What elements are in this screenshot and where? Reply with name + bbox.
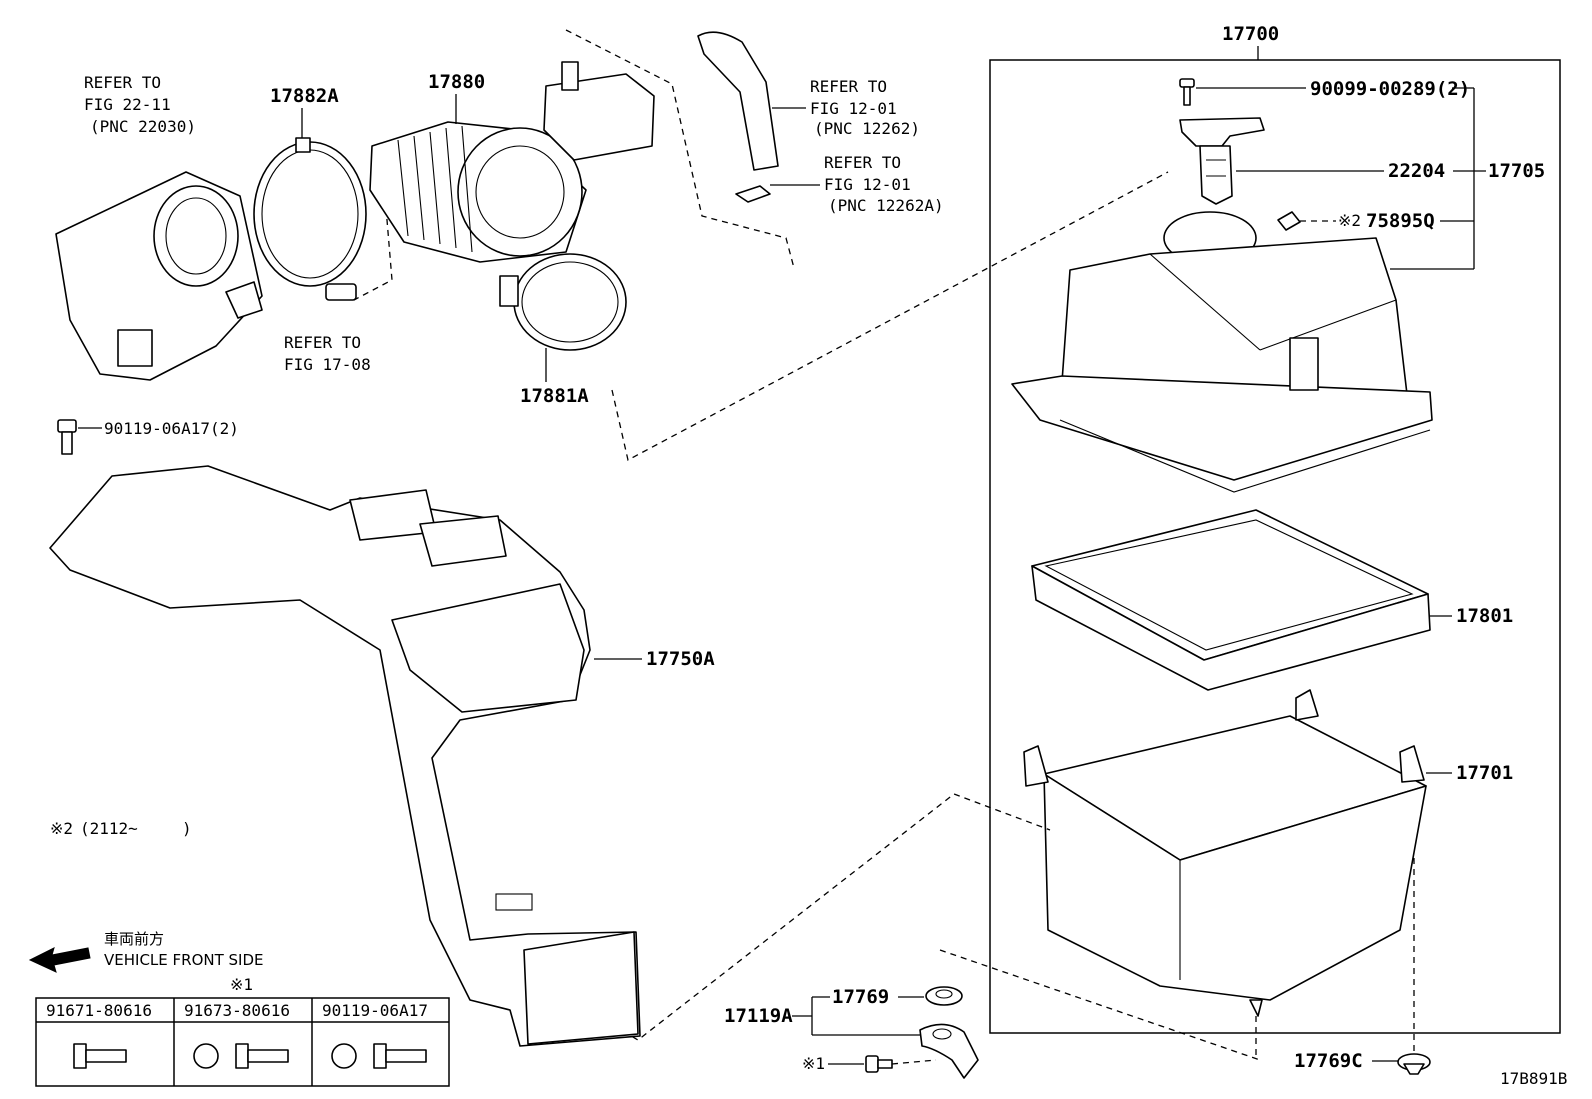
table-mark-1: ※1 — [230, 975, 253, 994]
bolt-90119-table-icon — [331, 1043, 427, 1069]
label-17882a[interactable]: 17882A — [270, 85, 339, 107]
grommet-17769c-icon — [1397, 1053, 1431, 1075]
ref-fig-12-01a-line3[interactable]: (PNC 12262A) — [828, 196, 944, 215]
ref-fig-17-08-line1[interactable]: REFER TO — [284, 333, 361, 352]
diagram-code: 17B891B — [1500, 1069, 1567, 1088]
note-2-close: ) — [182, 819, 192, 838]
label-17700[interactable]: 17700 — [1222, 23, 1279, 45]
bolt-91671-icon — [73, 1043, 127, 1069]
grommet-17769-icon — [925, 986, 963, 1006]
bolt-table-header-2: 91673-80616 — [184, 1001, 290, 1020]
label-17769[interactable]: 17769 — [832, 986, 889, 1008]
label-17705[interactable]: 17705 — [1488, 160, 1545, 182]
label-17769c[interactable]: 17769C — [1294, 1050, 1363, 1072]
label-22204[interactable]: 22204 — [1388, 160, 1445, 182]
air-filter-element-icon — [1031, 509, 1431, 691]
breather-hose-icon — [697, 31, 779, 171]
guide-line-hose-to-cap — [611, 171, 1169, 461]
air-inlet-duct-17750a-icon — [49, 465, 641, 1047]
screw-90099-icon — [1179, 78, 1195, 106]
air-cleaner-case-icon — [1023, 689, 1427, 1017]
mark-1-bolt: ※1 — [802, 1054, 825, 1073]
note-2-mark: ※2 — [50, 819, 73, 838]
label-90119-06a17[interactable]: 90119-06A17(2) — [104, 419, 239, 438]
hose-clip-icon — [735, 185, 771, 203]
note-2-text: (2112~ — [80, 819, 138, 838]
pipe-icon — [325, 283, 357, 301]
air-cleaner-cap-icon — [1011, 211, 1433, 493]
bolt-icon — [865, 1055, 893, 1073]
intake-hose-17880-icon — [369, 61, 655, 263]
label-17119a[interactable]: 17119A — [724, 1005, 793, 1027]
ref-fig-22-11-line3[interactable]: (PNC 22030) — [90, 117, 196, 136]
assembly-box-17700 — [989, 59, 1561, 1034]
ref-fig-12-01a-line1[interactable]: REFER TO — [824, 153, 901, 172]
bolt-table-header-3: 90119-06A17 — [322, 1001, 428, 1020]
label-17880[interactable]: 17880 — [428, 71, 485, 93]
hose-clamp-17882a-icon — [253, 137, 367, 287]
label-17750a[interactable]: 17750A — [646, 648, 715, 670]
label-17801[interactable]: 17801 — [1456, 605, 1513, 627]
ref-fig-22-11-line2[interactable]: FIG 22-11 — [84, 95, 171, 114]
bolt-table-header-1: 91671-80616 — [46, 1001, 152, 1020]
vehicle-front-jp: 車両前方 — [104, 930, 164, 948]
guide-line-resonator — [565, 29, 795, 269]
ref-fig-12-01-line1[interactable]: REFER TO — [810, 77, 887, 96]
mark-75895q: ※2 — [1338, 211, 1361, 230]
bracket-17119a-icon — [919, 1023, 979, 1079]
bolt-91673-icon — [193, 1043, 289, 1069]
throttle-body-icon — [55, 171, 263, 381]
label-17701[interactable]: 17701 — [1456, 762, 1513, 784]
ref-fig-12-01-line3[interactable]: (PNC 12262) — [814, 119, 920, 138]
vehicle-front-arrow-icon — [28, 947, 91, 973]
bolt-table: 91671-80616 91673-80616 90119-06A17 — [35, 997, 450, 1087]
airflow-sensor-22204-icon — [1179, 117, 1265, 205]
vehicle-front-en: VEHICLE FRONT SIDE — [104, 951, 264, 969]
guide-line-pipe — [353, 207, 393, 301]
label-sticker-75895q-icon — [1277, 211, 1301, 231]
guide-line-bracket — [939, 949, 1261, 1061]
hose-clamp-17881a-icon — [499, 253, 627, 351]
guide-line-duct-to-case — [603, 793, 1051, 1041]
label-75895q[interactable]: 75895Q — [1366, 210, 1435, 232]
ref-fig-12-01a-line2[interactable]: FIG 12-01 — [824, 175, 911, 194]
ref-fig-12-01-line2[interactable]: FIG 12-01 — [810, 99, 897, 118]
ref-fig-22-11-line1[interactable]: REFER TO — [84, 73, 161, 92]
label-90099-00289[interactable]: 90099-00289(2) — [1310, 78, 1470, 100]
ref-fig-17-08-line2[interactable]: FIG 17-08 — [284, 355, 371, 374]
label-17881a[interactable]: 17881A — [520, 385, 589, 407]
bolt-90119-icon — [57, 419, 77, 455]
